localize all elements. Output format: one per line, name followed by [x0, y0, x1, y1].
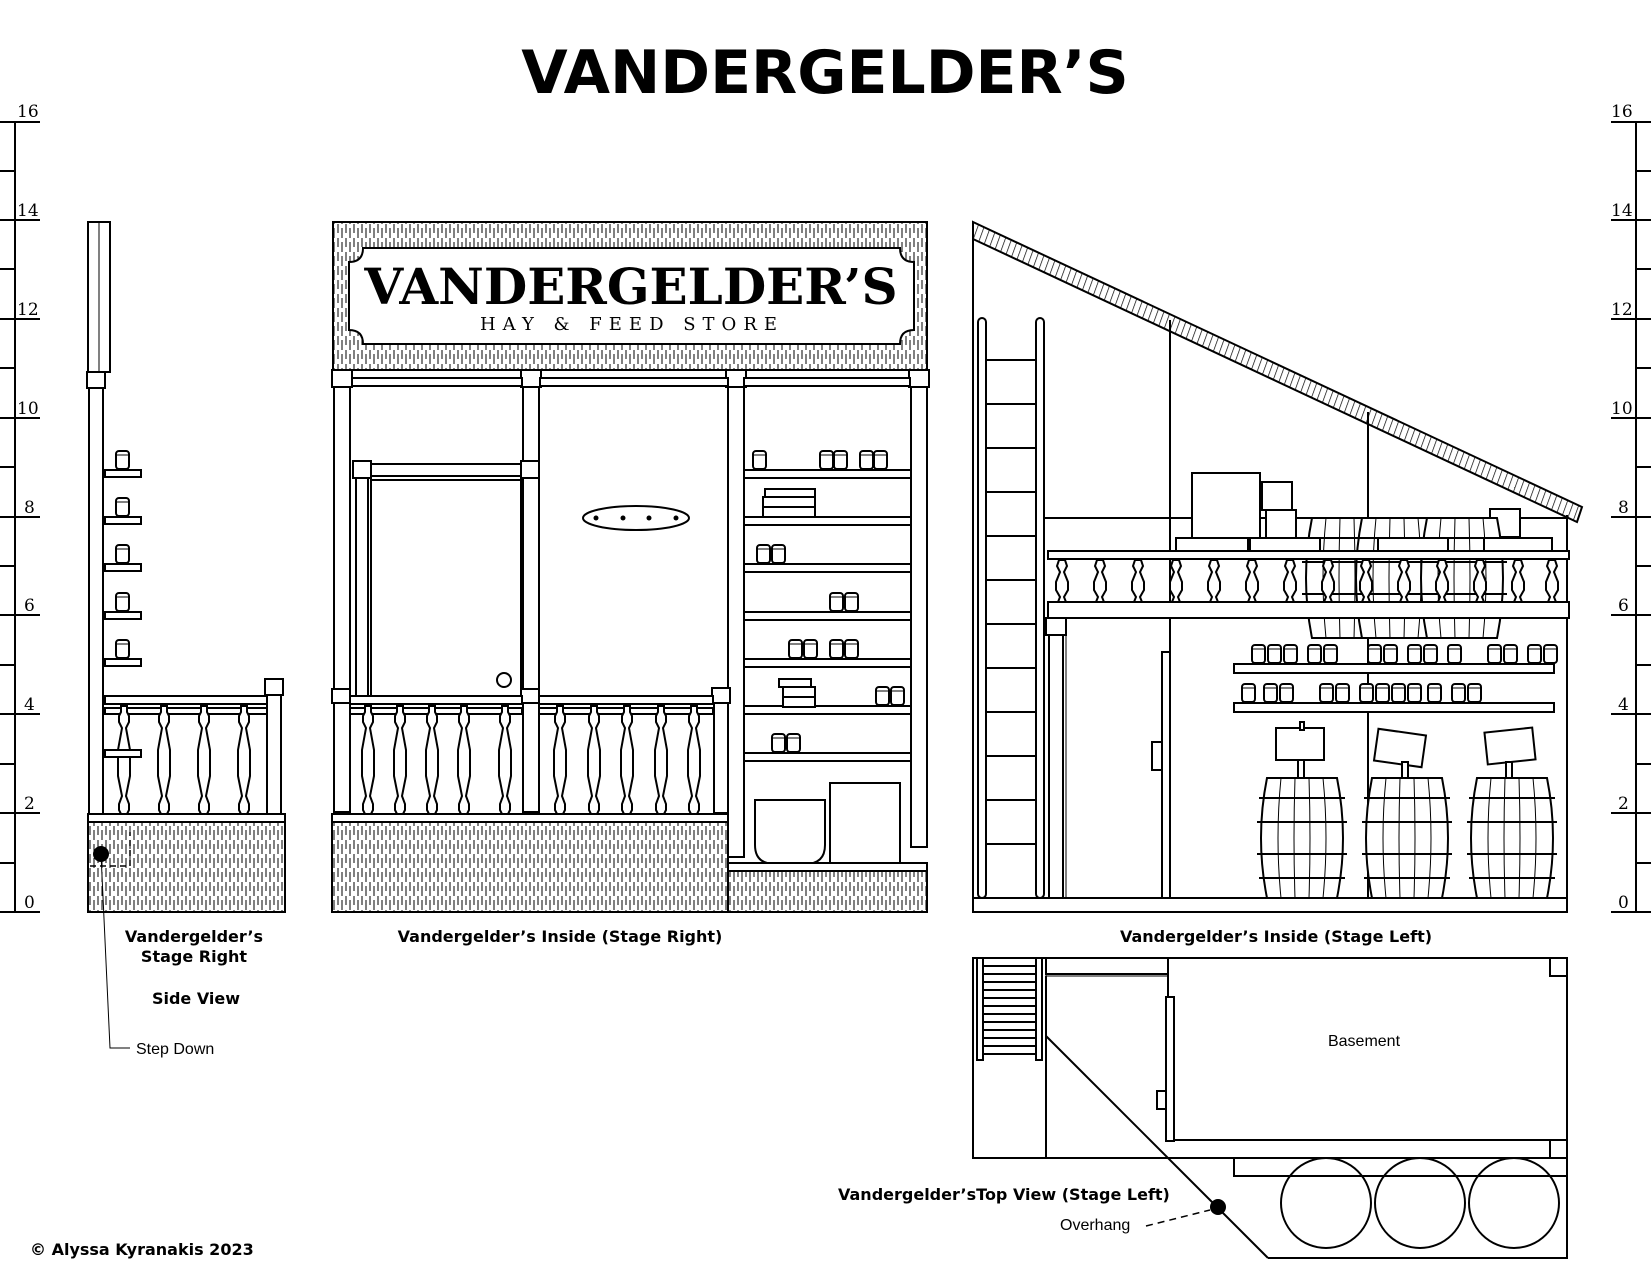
loft-baluster-5 — [1245, 559, 1259, 603]
stage-left-shelves — [1233, 644, 1558, 713]
ruler-right-label-0: 0 — [1618, 893, 1629, 913]
ruler-right-label-4: 4 — [1618, 695, 1629, 715]
sign-store-name: VANDERGELDER’S — [363, 257, 897, 316]
overhang-callout: Overhang — [1060, 1217, 1130, 1234]
stage-right-platform — [331, 821, 729, 913]
ruler-right-label-8: 8 — [1618, 498, 1629, 518]
page-title: VANDERGELDER’S — [521, 38, 1128, 108]
overhang-marker — [1210, 1199, 1226, 1215]
side-view-label-line2: Stage Right — [141, 947, 247, 966]
inside-stage-right-label: Vandergelder’s Inside (Stage Right) — [398, 927, 723, 946]
top-view-plan — [972, 957, 1568, 1259]
basement-label: Basement — [1328, 1033, 1401, 1050]
inside-stage-right-elevation: VANDERGELDER’S HAY & FEED STORE — [331, 221, 930, 913]
feed-barrels — [1256, 721, 1558, 899]
ruler-right-label-2: 2 — [1618, 794, 1629, 814]
loft-ladder — [977, 317, 1045, 899]
ruler-label-4: 4 — [24, 695, 35, 715]
loft-baluster-4 — [1207, 559, 1221, 603]
step-down-callout: Step Down — [136, 1041, 214, 1058]
ruler-label-14: 14 — [17, 201, 39, 221]
top-view-label: Vandergelder’sTop View (Stage Left) — [838, 1185, 1170, 1204]
loft-baluster-2 — [1131, 559, 1145, 603]
loft-baluster-3 — [1169, 559, 1183, 603]
loft-baluster-11 — [1473, 559, 1487, 603]
ruler-label-12: 12 — [17, 300, 39, 320]
oval-wall-plaque — [582, 505, 690, 531]
loft-balusters — [1055, 559, 1559, 603]
inside-stage-left-elevation — [972, 220, 1584, 913]
ruler-label-0: 0 — [24, 893, 35, 913]
loft-baluster-1 — [1093, 559, 1107, 603]
copyright-notice: © Alyssa Kyranakis 2023 — [30, 1240, 254, 1259]
side-shelves — [104, 450, 142, 667]
loft-floor — [1047, 601, 1570, 619]
ruler-right-label-6: 6 — [1618, 596, 1629, 616]
storefront-sign — [348, 247, 915, 345]
loft-baluster-0 — [1055, 559, 1069, 603]
side-platform-skirt — [87, 821, 286, 913]
height-ruler-left: 0 2 4 6 8 10 12 14 16 — [0, 102, 40, 913]
ruler-label-8: 8 — [24, 498, 35, 518]
sign-store-subtitle: HAY & FEED STORE — [480, 314, 784, 335]
front-door — [370, 479, 522, 705]
sloped-roof — [972, 220, 1584, 524]
side-view-label-line1: Vandergelder’s — [125, 927, 263, 946]
feed-crate — [829, 782, 901, 865]
ruler-label-2: 2 — [24, 794, 35, 814]
ruler-right-label-14: 14 — [1611, 201, 1633, 221]
inside-stage-left-label: Vandergelder’s Inside (Stage Left) — [1120, 927, 1432, 946]
ruler-label-16: 16 — [17, 102, 39, 122]
loft-baluster-8 — [1359, 559, 1373, 603]
stage-left-floor — [972, 897, 1568, 913]
top-view-ladder — [976, 957, 1043, 1061]
ruler-right-label-12: 12 — [1611, 300, 1633, 320]
side-view-label-line3: Side View — [152, 989, 240, 1008]
door-knob — [496, 672, 512, 688]
loft-baluster-10 — [1435, 559, 1449, 603]
loft-baluster-7 — [1321, 559, 1335, 603]
loft-baluster-13 — [1545, 559, 1559, 603]
loft-baluster-12 — [1511, 559, 1525, 603]
loft-baluster-6 — [1283, 559, 1297, 603]
ruler-label-10: 10 — [17, 399, 39, 419]
ruler-right-label-16: 16 — [1611, 102, 1633, 122]
ruler-label-6: 6 — [24, 596, 35, 616]
ruler-right-label-10: 10 — [1611, 399, 1633, 419]
shop-shelves — [743, 450, 912, 762]
feed-bin — [754, 799, 826, 865]
loft-baluster-9 — [1397, 559, 1411, 603]
height-ruler-right: 0 2 4 6 8 10 12 14 16 — [1611, 102, 1651, 913]
side-view-elevation — [86, 221, 286, 1049]
